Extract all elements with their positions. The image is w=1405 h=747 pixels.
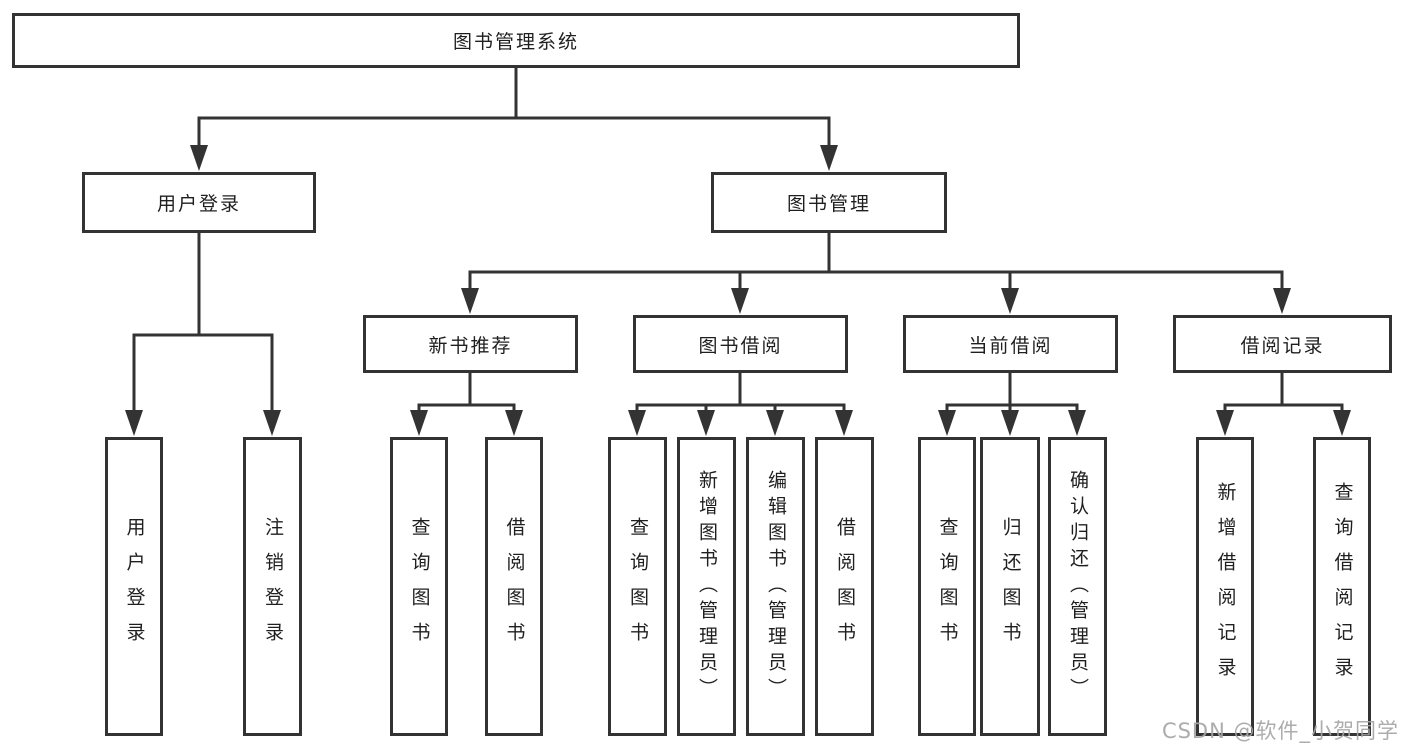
node-label: 借阅图书: [834, 516, 856, 657]
node-return-book: 归还图书: [980, 437, 1040, 736]
csdn-watermark: CSDN @软件_小贺同学: [1161, 719, 1399, 743]
node-book-borrow: 图书借阅: [633, 315, 848, 373]
arrowhead-down-icon: [731, 288, 749, 314]
node-book-mgmt: 图书管理: [711, 172, 947, 233]
node-new-book-rec: 新书推荐: [363, 315, 578, 373]
arrowhead-down-icon: [1001, 288, 1019, 314]
arrowhead-down-icon: [1001, 410, 1019, 436]
node-query-book-c: 查询图书: [918, 437, 976, 736]
arrowhead-down-icon: [697, 410, 715, 436]
node-user-login: 用户登录: [82, 172, 316, 233]
arrowhead-down-icon: [461, 288, 479, 314]
node-login: 用户登录: [105, 437, 163, 736]
arrowhead-down-icon: [263, 410, 281, 436]
arrowhead-down-icon: [505, 410, 523, 436]
arrowhead-down-icon: [1068, 410, 1086, 436]
node-label: 图书管理: [786, 193, 871, 215]
node-label: 注销登录: [262, 516, 284, 657]
node-current-borrow: 当前借阅: [903, 315, 1118, 373]
node-query-book-b: 查询图书: [608, 437, 667, 736]
arrowhead-down-icon: [835, 410, 853, 436]
node-borrow-book-a: 借阅图书: [485, 437, 543, 736]
node-query-book-a: 查询图书: [390, 437, 448, 736]
arrowhead-down-icon: [125, 410, 143, 436]
arrowhead-down-icon: [628, 410, 646, 436]
node-label: 查询借阅记录: [1331, 481, 1354, 692]
node-edit-book-admin: 编辑图书（管理员）: [746, 437, 805, 736]
node-add-borrow-record: 新增借阅记录: [1196, 437, 1254, 736]
node-label: 查询图书: [408, 516, 431, 657]
arrowhead-down-icon: [410, 410, 428, 436]
node-label: 查询图书: [936, 516, 959, 657]
node-root: 图书管理系统: [12, 13, 1020, 68]
arrowhead-down-icon: [1216, 410, 1234, 436]
arrowhead-down-icon: [938, 410, 956, 436]
node-query-borrow-record: 查询借阅记录: [1313, 437, 1371, 736]
node-label: 新增图书（管理员）: [696, 469, 718, 704]
node-label: 当前借阅: [968, 334, 1053, 357]
node-label: 图书管理系统: [452, 31, 579, 53]
node-logout: 注销登录: [243, 437, 302, 736]
node-label: 借阅记录: [1240, 334, 1325, 357]
node-add-book-admin: 新增图书（管理员）: [677, 437, 736, 736]
node-label: 图书借阅: [698, 334, 783, 357]
node-confirm-return-admin: 确认归还（管理员）: [1048, 437, 1107, 736]
arrowhead-down-icon: [766, 410, 784, 436]
node-label: 归还图书: [999, 516, 1022, 657]
node-label: 用户登录: [156, 193, 241, 215]
node-label: 新增借阅记录: [1214, 481, 1237, 692]
node-label: 查询图书: [627, 516, 649, 657]
node-label: 编辑图书（管理员）: [765, 469, 787, 704]
node-borrow-record: 借阅记录: [1173, 315, 1392, 373]
arrowhead-down-icon: [820, 145, 838, 171]
arrowhead-down-icon: [1333, 410, 1351, 436]
arrowhead-down-icon: [1273, 288, 1291, 314]
node-label: 借阅图书: [503, 516, 526, 657]
node-label: 用户登录: [123, 516, 146, 657]
node-borrow-book-b: 借阅图书: [815, 437, 874, 736]
arrowhead-down-icon: [190, 145, 208, 171]
node-label: 新书推荐: [428, 334, 513, 357]
node-label: 确认归还（管理员）: [1067, 469, 1089, 704]
